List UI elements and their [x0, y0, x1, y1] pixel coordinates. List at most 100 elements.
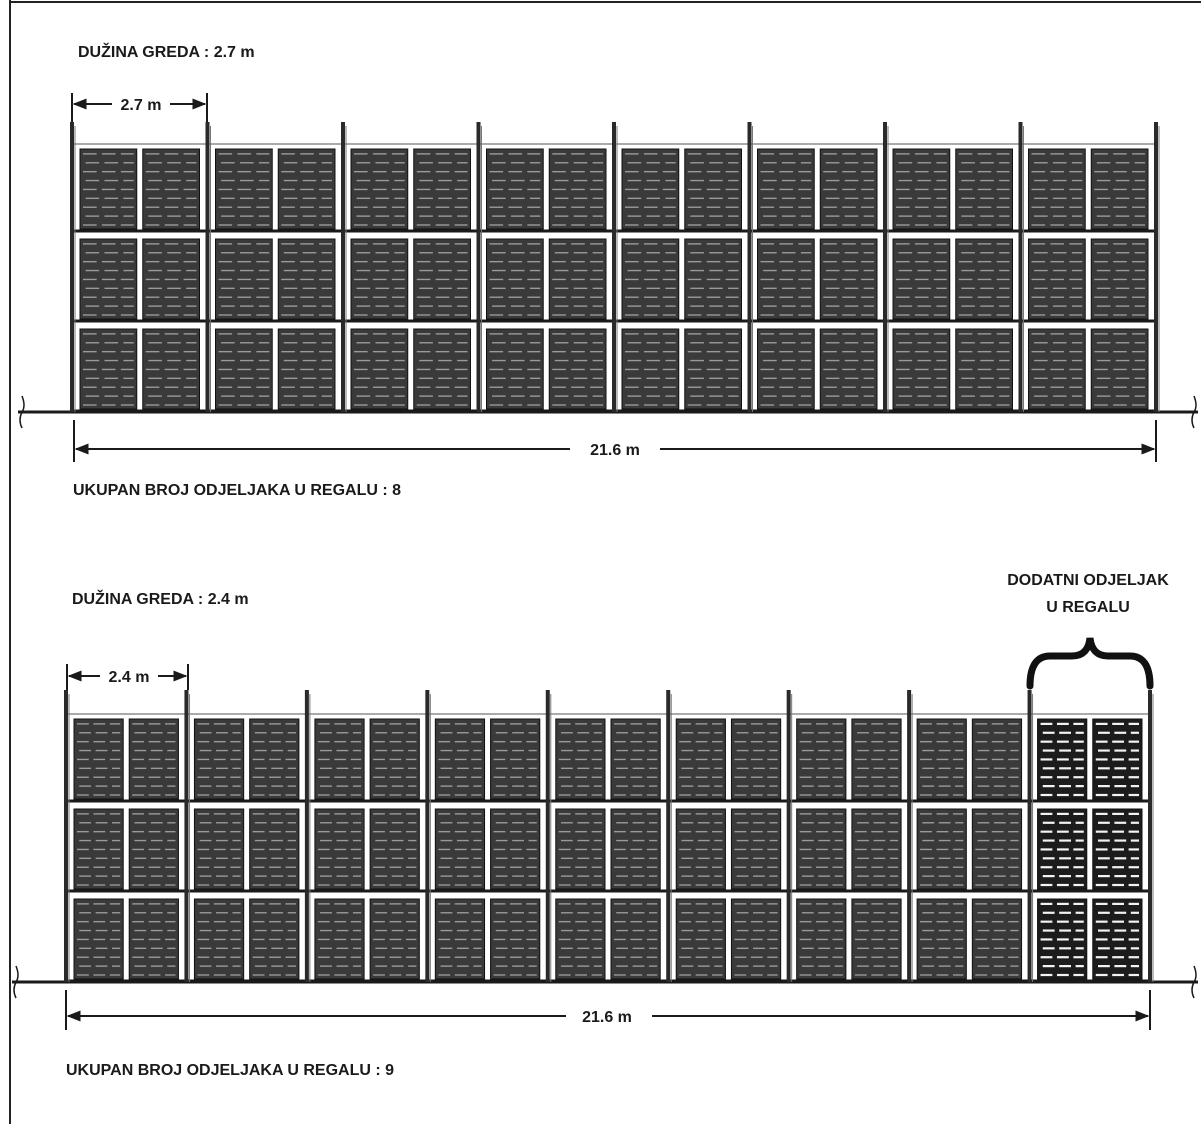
pallet [757, 148, 815, 230]
pallet [796, 718, 847, 800]
pallet [193, 898, 245, 980]
pallet [684, 148, 742, 230]
ground-break-mark [13, 965, 19, 999]
pallet [350, 238, 409, 320]
pallet [434, 718, 486, 800]
bottom-rack [12, 690, 1198, 999]
pallet [955, 328, 1013, 410]
pallet [819, 148, 878, 230]
pallet [350, 148, 409, 230]
pallet [971, 898, 1023, 980]
pallet [249, 898, 300, 980]
pallet [610, 898, 661, 980]
rack-upright [1027, 690, 1032, 982]
pallet [73, 898, 124, 980]
pallet [413, 238, 471, 320]
ground-break-mark [1191, 965, 1197, 999]
pallet [369, 718, 420, 800]
pallet [555, 718, 606, 800]
pallet [851, 718, 902, 800]
pallet [73, 718, 124, 800]
pallet [675, 808, 726, 890]
top-bay-dimension-text: 2.7 m [121, 97, 162, 114]
pallet [486, 238, 544, 320]
pallet [971, 808, 1023, 890]
pallet [1090, 148, 1149, 230]
pallet [916, 898, 967, 980]
pallet [555, 898, 606, 980]
pallet [955, 148, 1013, 230]
pallet [796, 808, 847, 890]
pallet [142, 238, 200, 320]
pallet [621, 238, 680, 320]
extra-bay-callout: DODATNI ODJELJAK U REGALU [1007, 572, 1169, 690]
bottom-bay-dimension-text: 2.4 m [109, 669, 150, 686]
top-bay-dimension: 2.7 m [71, 93, 208, 122]
rack-upright [70, 122, 74, 412]
pallet [249, 718, 300, 800]
pallet [892, 148, 951, 230]
pallet [621, 148, 680, 230]
pallet [610, 808, 661, 890]
ground-break-mark [1191, 395, 1197, 429]
pallet [490, 718, 541, 800]
pallet [314, 808, 365, 890]
pallet [413, 328, 471, 410]
rack-upright [545, 690, 550, 982]
bottom-bay-dimension: 2.4 m [66, 664, 189, 690]
extra-bay-label-line2: U REGALU [1046, 599, 1130, 616]
pallet [314, 898, 365, 980]
pallet [757, 238, 815, 320]
page-frame [9, 0, 1201, 1124]
pallet [249, 808, 300, 890]
pallet [916, 808, 967, 890]
pallet [621, 328, 680, 410]
rack-upright [425, 690, 430, 982]
pallet [1090, 238, 1149, 320]
pallet [434, 898, 486, 980]
pallet [730, 898, 782, 980]
rack-upright [205, 122, 210, 412]
pallet [142, 328, 200, 410]
top-total-dimension: 21.6 m [73, 420, 1157, 462]
bottom-rack-section: DUŽINA GREDA : 2.4 m DODATNI ODJELJAK U … [12, 572, 1198, 1079]
top-rack-section: DUŽINA GREDA : 2.7 m 2.7 m 21.6 m UKUPAN… [18, 42, 1198, 499]
pallet [434, 808, 486, 890]
pallet [193, 808, 245, 890]
rack-upright [883, 122, 887, 412]
pallet [675, 718, 726, 800]
pallet [916, 718, 967, 800]
pallet [675, 898, 726, 980]
rack-upright [476, 122, 481, 412]
rack-upright [1154, 122, 1158, 412]
pallet [215, 238, 273, 320]
bottom-beam-length-label: DUŽINA GREDA : 2.4 m [72, 589, 249, 608]
pallet [892, 328, 951, 410]
pallet [610, 718, 661, 800]
extra-bay-label-line1: DODATNI ODJELJAK [1007, 572, 1169, 589]
extra-pallet [1037, 718, 1088, 800]
pallet [892, 238, 951, 320]
pallet [684, 328, 742, 410]
rack-upright [786, 690, 791, 982]
pallet [369, 898, 420, 980]
pallet [142, 148, 200, 230]
pallet [73, 808, 124, 890]
rack-upright [747, 122, 752, 412]
extra-pallet [1092, 808, 1143, 890]
extra-pallet [1092, 898, 1143, 980]
rack-upright [666, 690, 671, 982]
rack-upright [304, 690, 309, 982]
pallet [555, 808, 606, 890]
pallet [796, 898, 847, 980]
pallet [128, 808, 179, 890]
extra-pallet [1037, 808, 1088, 890]
rack-upright [184, 690, 189, 982]
pallet [215, 148, 273, 230]
bottom-total-dimension-text: 21.6 m [582, 1009, 632, 1026]
top-bay-count-label: UKUPAN BROJ ODJELJAKA U REGALU : 8 [73, 482, 401, 499]
pallet [193, 718, 245, 800]
pallet [79, 238, 138, 320]
extra-bay-brace [1026, 637, 1154, 690]
pallet [548, 238, 607, 320]
